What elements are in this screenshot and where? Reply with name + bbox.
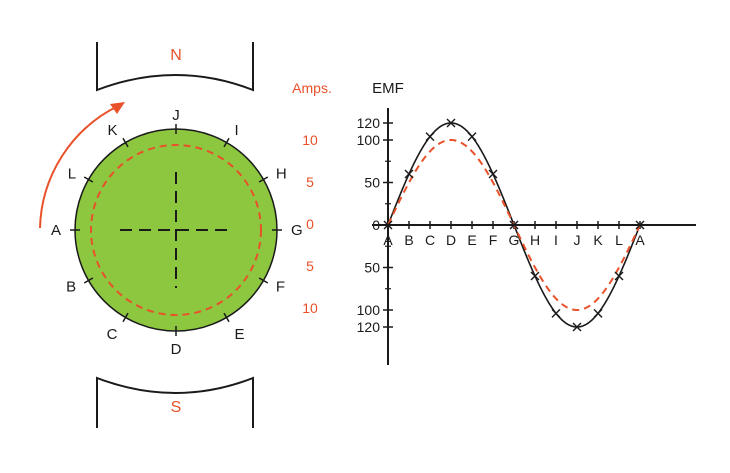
current-scale-title: Amps. bbox=[292, 80, 332, 96]
curved-arrow-icon bbox=[39, 102, 125, 229]
disc-tick bbox=[258, 176, 269, 183]
y-tick-label: 100 bbox=[357, 302, 381, 318]
disc-point-label: K bbox=[107, 122, 117, 139]
data-point-marker bbox=[446, 118, 456, 128]
y-axis-label: EMF bbox=[372, 80, 404, 97]
disc-point-label: I bbox=[235, 122, 239, 139]
x-tick-label: E bbox=[467, 232, 476, 248]
data-point-marker bbox=[488, 169, 498, 179]
data-point-marker bbox=[404, 169, 414, 179]
disc-point-label: A bbox=[51, 222, 61, 239]
y-tick-label: 120 bbox=[357, 115, 381, 131]
south-pole: S bbox=[96, 376, 254, 428]
disc-point-label: C bbox=[107, 326, 118, 343]
current-scale-label: 5 bbox=[306, 174, 314, 190]
data-point-marker bbox=[425, 132, 435, 142]
x-tick-label: G bbox=[509, 232, 520, 248]
y-tick-label: 100 bbox=[357, 132, 381, 148]
current-scale-label: 10 bbox=[302, 132, 318, 148]
south-pole-label: S bbox=[171, 399, 182, 416]
data-point-marker bbox=[614, 271, 624, 281]
x-tick-label: K bbox=[593, 232, 603, 248]
disc-tick bbox=[223, 312, 230, 323]
disc-tick bbox=[258, 277, 269, 284]
y-tick-label: 50 bbox=[364, 260, 380, 276]
disc-point-label: F bbox=[276, 279, 285, 296]
disc-tick bbox=[83, 277, 94, 284]
current-scale-label: 0 bbox=[306, 216, 314, 232]
x-tick-label: I bbox=[554, 232, 558, 248]
data-point-marker bbox=[383, 220, 393, 230]
data-point-marker bbox=[572, 322, 582, 332]
data-point-marker bbox=[593, 308, 603, 318]
disc-tick bbox=[122, 312, 129, 323]
north-pole-label: N bbox=[170, 47, 182, 64]
disc-point-label: L bbox=[68, 166, 76, 183]
disc-tick bbox=[122, 137, 129, 148]
y-tick-label: 120 bbox=[357, 319, 381, 335]
data-point-marker bbox=[551, 308, 561, 318]
x-tick-label: B bbox=[404, 232, 413, 248]
current-scale-label: 5 bbox=[306, 258, 314, 274]
disc-tick bbox=[223, 137, 230, 148]
disc-tick bbox=[83, 176, 94, 183]
y-tick-label: 50 bbox=[364, 175, 380, 191]
data-point-marker bbox=[530, 271, 540, 281]
y-tick-label: 0 bbox=[372, 217, 380, 233]
data-point-marker bbox=[509, 220, 519, 230]
x-tick-label: H bbox=[530, 232, 540, 248]
current-circle bbox=[90, 144, 262, 316]
x-tick-label: J bbox=[574, 232, 581, 248]
north-pole: N bbox=[96, 42, 254, 92]
current-scale: Amps. 10 5 0 5 10 bbox=[292, 80, 332, 316]
x-tick-label: L bbox=[615, 232, 623, 248]
x-tick-label: A bbox=[383, 232, 393, 248]
disc-point-label: B bbox=[66, 279, 76, 296]
data-point-marker bbox=[635, 220, 645, 230]
x-tick-label: A bbox=[635, 232, 645, 248]
disc-point-label: G bbox=[291, 222, 303, 239]
x-tick-label: D bbox=[446, 232, 456, 248]
x-tick-label: F bbox=[489, 232, 498, 248]
x-tick-label: C bbox=[425, 232, 435, 248]
current-scale-label: 10 bbox=[302, 300, 318, 316]
armature-disc: A B C D E F G H I J K L bbox=[51, 107, 303, 358]
disc-point-label: H bbox=[276, 166, 287, 183]
data-point-marker bbox=[467, 132, 477, 142]
disc-point-label: D bbox=[171, 341, 182, 358]
disc-point-label: E bbox=[235, 326, 245, 343]
disc-point-label: J bbox=[172, 107, 180, 124]
